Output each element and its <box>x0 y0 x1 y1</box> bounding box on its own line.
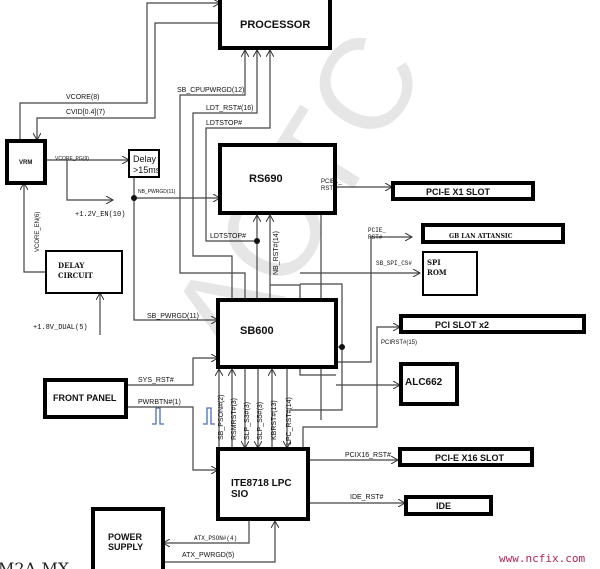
pcie-x1-slot-label: PCI-E X1 SLOT <box>426 187 491 197</box>
gb-lan-label: GB LAN ATTANSIC <box>449 233 513 240</box>
processor-label: PROCESSOR <box>240 19 310 31</box>
sig-sys-rst: SYS_RST# <box>138 377 174 384</box>
delay-circuit-label-2: CIRCUIT <box>58 271 94 280</box>
rs690-label: RS690 <box>249 173 283 185</box>
sig-slp-s3: SLP_S3#(3) <box>244 402 251 440</box>
sig-nb-rst: NB_RST#(14) <box>273 231 280 275</box>
alc662-label: ALC662 <box>405 377 443 388</box>
delay-label-2: >15ms <box>133 165 161 175</box>
sig-pcirst: PCIRST#(15) <box>381 340 417 346</box>
gb-lan-block <box>421 223 565 244</box>
sig-pcie1-rst: PCIE1_ <box>321 179 342 185</box>
power-supply-label-2: SUPPLY <box>108 542 143 552</box>
spi-rom-block <box>422 251 478 296</box>
delay-circuit-label: DELAY <box>58 261 85 270</box>
sig-rsmrst: RSMRST#(3) <box>231 398 238 440</box>
delay-label: Delay <box>133 154 157 164</box>
sig-ldtstop-top: LDTSTOP# <box>206 120 242 127</box>
board-label: M2A-MX <box>0 559 70 569</box>
sig-sb-cpupwrgd: SB_CPUPWRGD(12) <box>177 87 244 94</box>
front-panel-label: FRONT PANEL <box>53 393 117 403</box>
vrm-label: VRM <box>19 160 32 166</box>
power-supply-label: POWER <box>108 532 143 542</box>
spi-rom-label-2: ROM <box>427 268 447 277</box>
sig-atx-pson: ATX_PSON#(4) <box>194 535 237 542</box>
pcie-x16-slot-block <box>398 447 534 467</box>
sig-sb-pwrgd: SB_PWRGD(11) <box>147 313 199 320</box>
pci-slot-block <box>399 314 586 334</box>
sig-vcore: VCORE(8) <box>66 94 99 101</box>
sig-ldtstop-mid: LDTSTOP# <box>210 233 246 240</box>
sb600-label: SB600 <box>240 325 274 337</box>
pcie-x1-slot-block <box>391 181 535 201</box>
delay-circuit-block <box>45 250 123 294</box>
vrm-block <box>5 139 47 185</box>
ide-block <box>404 495 493 516</box>
sig-vcore-pg: VCORE_PG(9) <box>55 156 89 162</box>
rs690-block <box>218 143 337 215</box>
sig-slp-s5: SLP_S5#(3) <box>257 402 264 440</box>
sig-sb-pson: SB_PSON#(2) <box>218 394 225 440</box>
ite8718-label: ITE8718 LPC <box>231 478 292 489</box>
spi-rom-label: SPI <box>427 258 441 267</box>
ite8718-block <box>216 447 310 521</box>
processor-block <box>218 0 332 50</box>
sig-cvid: CVID[0.4](7) <box>66 109 105 116</box>
power-supply-block <box>91 507 165 569</box>
sig-v18-dual: +1.8V_DUAL(5) <box>33 324 88 332</box>
junction-dot <box>339 344 345 350</box>
pcie-x16-slot-label: PCI-E X16 SLOT <box>435 453 505 463</box>
junction-dot <box>254 238 260 244</box>
sig-sb-spi-cs: SB_SPI_CS# <box>376 260 412 267</box>
pulse-icon <box>203 407 215 425</box>
alc662-block <box>399 362 459 406</box>
sig-nb-pwrgd: NB_PWRGD(11) <box>138 189 176 195</box>
sig-pcie-rst-2: RST# <box>368 234 383 241</box>
sig-kbrst: KBRST#(13) <box>271 400 278 440</box>
sig-pcie-rst: PCIE_ <box>368 227 386 234</box>
pulse-icon <box>152 407 164 425</box>
sig-pcie1-rst-2: RST# <box>321 186 337 192</box>
sig-atx-pwrgd: ATX_PWRGD(5) <box>182 552 234 559</box>
ite8718-label-2: SIO <box>231 489 248 500</box>
sb600-block <box>216 298 338 369</box>
delay-block <box>128 149 160 178</box>
sig-vcore-en: VCORE_EN(6) <box>35 212 41 252</box>
sig-ide-rst: IDE_RST# <box>350 494 384 501</box>
junction-dot <box>131 195 137 201</box>
signal-labels: VCORE(8) CVID[0.4](7) SB_CPUPWRGD(12) LD… <box>33 87 417 559</box>
sig-v12-en: +1.2V_EN(10) <box>75 211 125 219</box>
sig-pcix16-rst: PCIX16_RST# <box>345 452 391 459</box>
site-watermark: www.ncfix.com <box>499 552 585 565</box>
front-panel-block <box>43 378 128 419</box>
sig-ldt-rst: LDT_RST#(16) <box>206 105 253 112</box>
sig-lpc-rst: LPC_RST#(14) <box>286 397 293 445</box>
ide-label: IDE <box>436 501 451 511</box>
sig-pwrbtn: PWRBTN#(1) <box>138 399 181 406</box>
pci-slot-label: PCI SLOT x2 <box>435 320 489 330</box>
